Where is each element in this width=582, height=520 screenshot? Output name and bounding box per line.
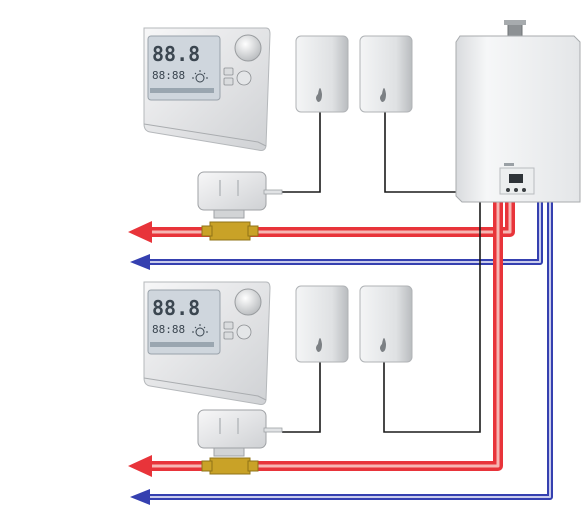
room-thermostat-icon: 88.8 88:88 bbox=[143, 281, 271, 405]
sun-icon bbox=[192, 70, 208, 83]
boiler-knob bbox=[506, 188, 510, 192]
wire-sensor-1a-actuator-1 bbox=[282, 108, 321, 193]
thermostat-down-button bbox=[223, 331, 234, 340]
room-sensor-icon bbox=[295, 285, 349, 363]
return-pipe-zone-1-highlight bbox=[150, 200, 541, 263]
thermostat-up-button bbox=[223, 67, 234, 76]
thermostat-temp-readout: 88.8 bbox=[152, 42, 200, 66]
thermostat-time-readout: 88:88 bbox=[152, 69, 185, 82]
thermostat-dial bbox=[234, 34, 262, 62]
room-thermostat-icon: 88.8 88:88 bbox=[143, 27, 271, 151]
thermostat-down-button bbox=[223, 77, 234, 86]
wall-boiler-icon bbox=[455, 20, 581, 203]
boiler-display bbox=[509, 174, 523, 183]
zone-1: 88.8 88:88 bbox=[143, 27, 413, 241]
supply-arrow-zone-2 bbox=[128, 455, 152, 477]
thermostat-temp-readout: 88.8 bbox=[152, 296, 200, 320]
thermostat-up-button bbox=[223, 321, 234, 330]
actuator-housing bbox=[197, 171, 267, 211]
thermostat-dial bbox=[234, 288, 262, 316]
supply-pipe-zone-1-highlight bbox=[150, 200, 512, 234]
boiler-knob bbox=[522, 188, 526, 192]
thermostat-ok-button bbox=[236, 70, 252, 86]
thermostat-lcd bbox=[147, 289, 221, 355]
boiler-casing bbox=[455, 35, 581, 203]
valve-body bbox=[209, 221, 251, 241]
valve-actuator-icon bbox=[197, 171, 283, 241]
supply-pipe-zone-2-highlight bbox=[150, 200, 500, 468]
actuator-housing bbox=[197, 409, 267, 449]
thermostat-ok-button bbox=[236, 324, 252, 340]
boiler-logo bbox=[504, 163, 514, 166]
valve-actuator-icon bbox=[197, 409, 283, 475]
boiler-knob bbox=[514, 188, 518, 192]
wire-sensor-2b-boiler bbox=[383, 200, 481, 433]
pipe-network bbox=[128, 200, 553, 505]
thermostat-lcd bbox=[147, 35, 221, 101]
supply-arrow-zone-1 bbox=[128, 221, 152, 243]
wire-sensor-2a-actuator-2 bbox=[282, 360, 321, 433]
valve-body bbox=[209, 457, 251, 475]
zone-2: 88.8 88:88 bbox=[143, 281, 413, 475]
return-arrow-zone-1 bbox=[130, 254, 150, 270]
return-pipe-zone-2-highlight bbox=[150, 200, 551, 498]
room-sensor-icon bbox=[359, 35, 413, 113]
thermostat-time-readout: 88:88 bbox=[152, 323, 185, 336]
room-sensor-icon bbox=[295, 35, 349, 113]
control-wiring bbox=[282, 108, 481, 433]
sun-icon bbox=[192, 324, 208, 337]
return-arrow-zone-2 bbox=[130, 489, 150, 505]
room-sensor-icon bbox=[359, 285, 413, 363]
wire-sensor-1b-boiler bbox=[384, 110, 468, 193]
